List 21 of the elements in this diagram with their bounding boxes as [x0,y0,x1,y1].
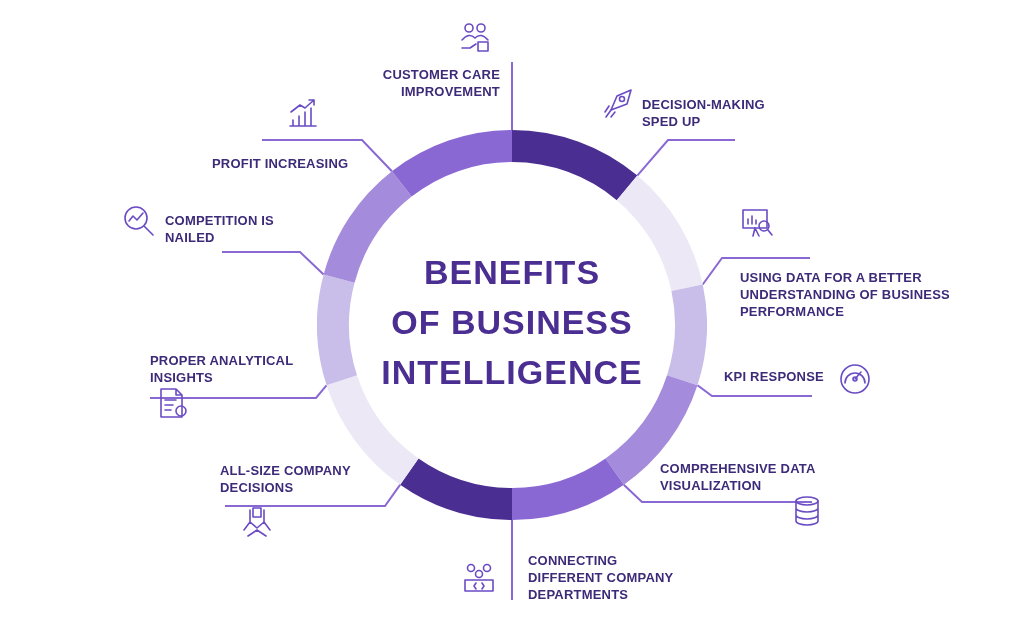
benefit-label: CONNECTING DIFFERENT COMPANY DEPARTMENTS [512,550,687,606]
leader-line [636,139,736,177]
benefit-label: COMPETITION IS NAILED [165,212,295,252]
benefit-label: COMPREHENSIVE DATA VISUALIZATION [660,460,830,502]
benefit-label: PROFIT INCREASING [212,140,362,172]
leader-line [511,519,513,601]
benefit-label: PROPER ANALYTICAL INSIGHTS [150,352,310,398]
leader-line [224,483,402,507]
benefit-label: ALL-SIZE COMPANY DECISIONS [220,462,370,506]
center-title: BENEFITS OF BUSINESS INTELLIGENCE [380,252,644,393]
leader-line [511,61,513,131]
leader-line [149,384,328,399]
leader-line [622,483,813,503]
leader-line [261,139,393,173]
leader-line [701,257,811,286]
benefit-label: USING DATA FOR A BETTER UNDERSTANDING OF BUSINESS PERFORMANCE [740,258,970,320]
leader-line [696,384,813,397]
leader-line [221,251,325,276]
benefit-label: CUSTOMER CARE IMPROVEMENT [370,62,512,110]
benefit-label: DECISION-MAKING SPED UP [642,96,792,140]
benefit-label: KPI RESPONSE [724,368,834,396]
